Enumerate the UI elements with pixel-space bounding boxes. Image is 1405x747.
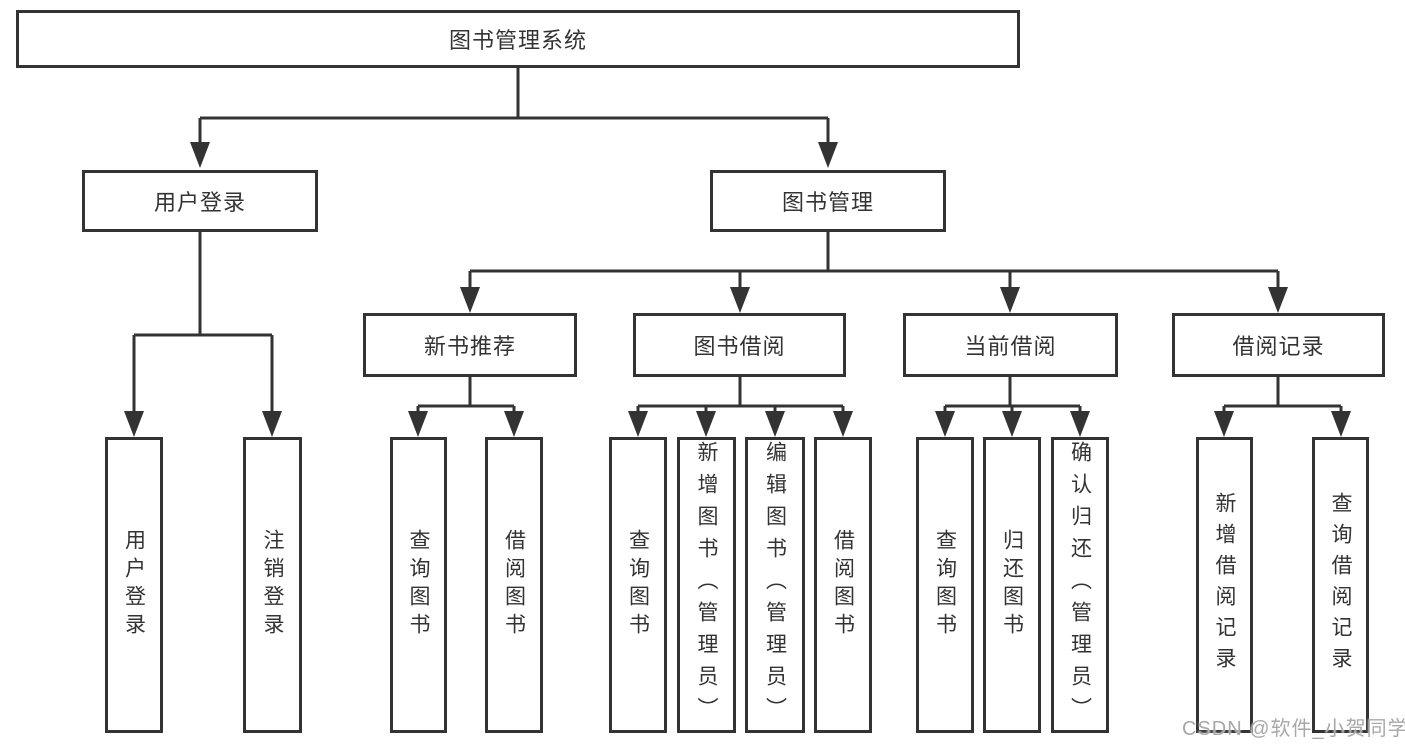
node-book-borrowing: 图书借阅: [633, 313, 846, 377]
leaf-label: 查询借阅记录: [1329, 492, 1352, 678]
leaf-query-books-borrowing: 查询图书: [609, 437, 667, 733]
leaf-label: 注销登录: [261, 529, 284, 641]
leaf-query-books-current: 查询图书: [916, 437, 974, 733]
csdn-watermark: CSDN @软件_小贺同学: [1182, 718, 1405, 740]
leaf-label: 归还图书: [1000, 529, 1024, 641]
leaf-label: 借阅图书: [831, 529, 855, 641]
node-borrowing-records: 借阅记录: [1172, 313, 1385, 377]
node-user-login: 用户登录: [82, 170, 318, 232]
leaf-label: 用户登录: [122, 529, 146, 641]
leaf-label: 新增图书（管理员）: [695, 441, 718, 729]
leaf-add-books-admin: 新增图书（管理员）: [677, 437, 736, 733]
node-book-management: 图书管理: [710, 170, 946, 232]
leaf-borrow-books-recommend: 借阅图书: [485, 437, 543, 733]
leaf-label: 查询图书: [407, 529, 430, 641]
leaf-return-books: 归还图书: [983, 437, 1041, 733]
leaf-confirm-return-admin: 确认归还（管理员）: [1051, 437, 1109, 733]
leaf-label: 新增借阅记录: [1213, 492, 1236, 678]
leaf-query-borrow-record: 查询借阅记录: [1312, 437, 1369, 733]
node-new-book-recommend: 新书推荐: [363, 313, 577, 377]
leaf-label: 借阅图书: [502, 529, 526, 641]
leaf-borrow-books-borrowing: 借阅图书: [814, 437, 872, 733]
leaf-label: 确认归还（管理员）: [1068, 441, 1092, 729]
node-library-system: 图书管理系统: [16, 10, 1020, 68]
leaf-edit-books-admin: 编辑图书（管理员）: [745, 437, 805, 733]
node-current-borrowing: 当前借阅: [903, 313, 1118, 377]
leaf-user-login: 用户登录: [105, 437, 163, 733]
leaf-label: 查询图书: [626, 529, 650, 641]
leaf-query-books-recommend: 查询图书: [390, 437, 447, 733]
leaf-label: 编辑图书（管理员）: [763, 441, 787, 729]
leaf-add-borrow-record: 新增借阅记录: [1196, 437, 1253, 733]
leaf-label: 查询图书: [933, 529, 957, 641]
leaf-logout: 注销登录: [243, 437, 302, 733]
